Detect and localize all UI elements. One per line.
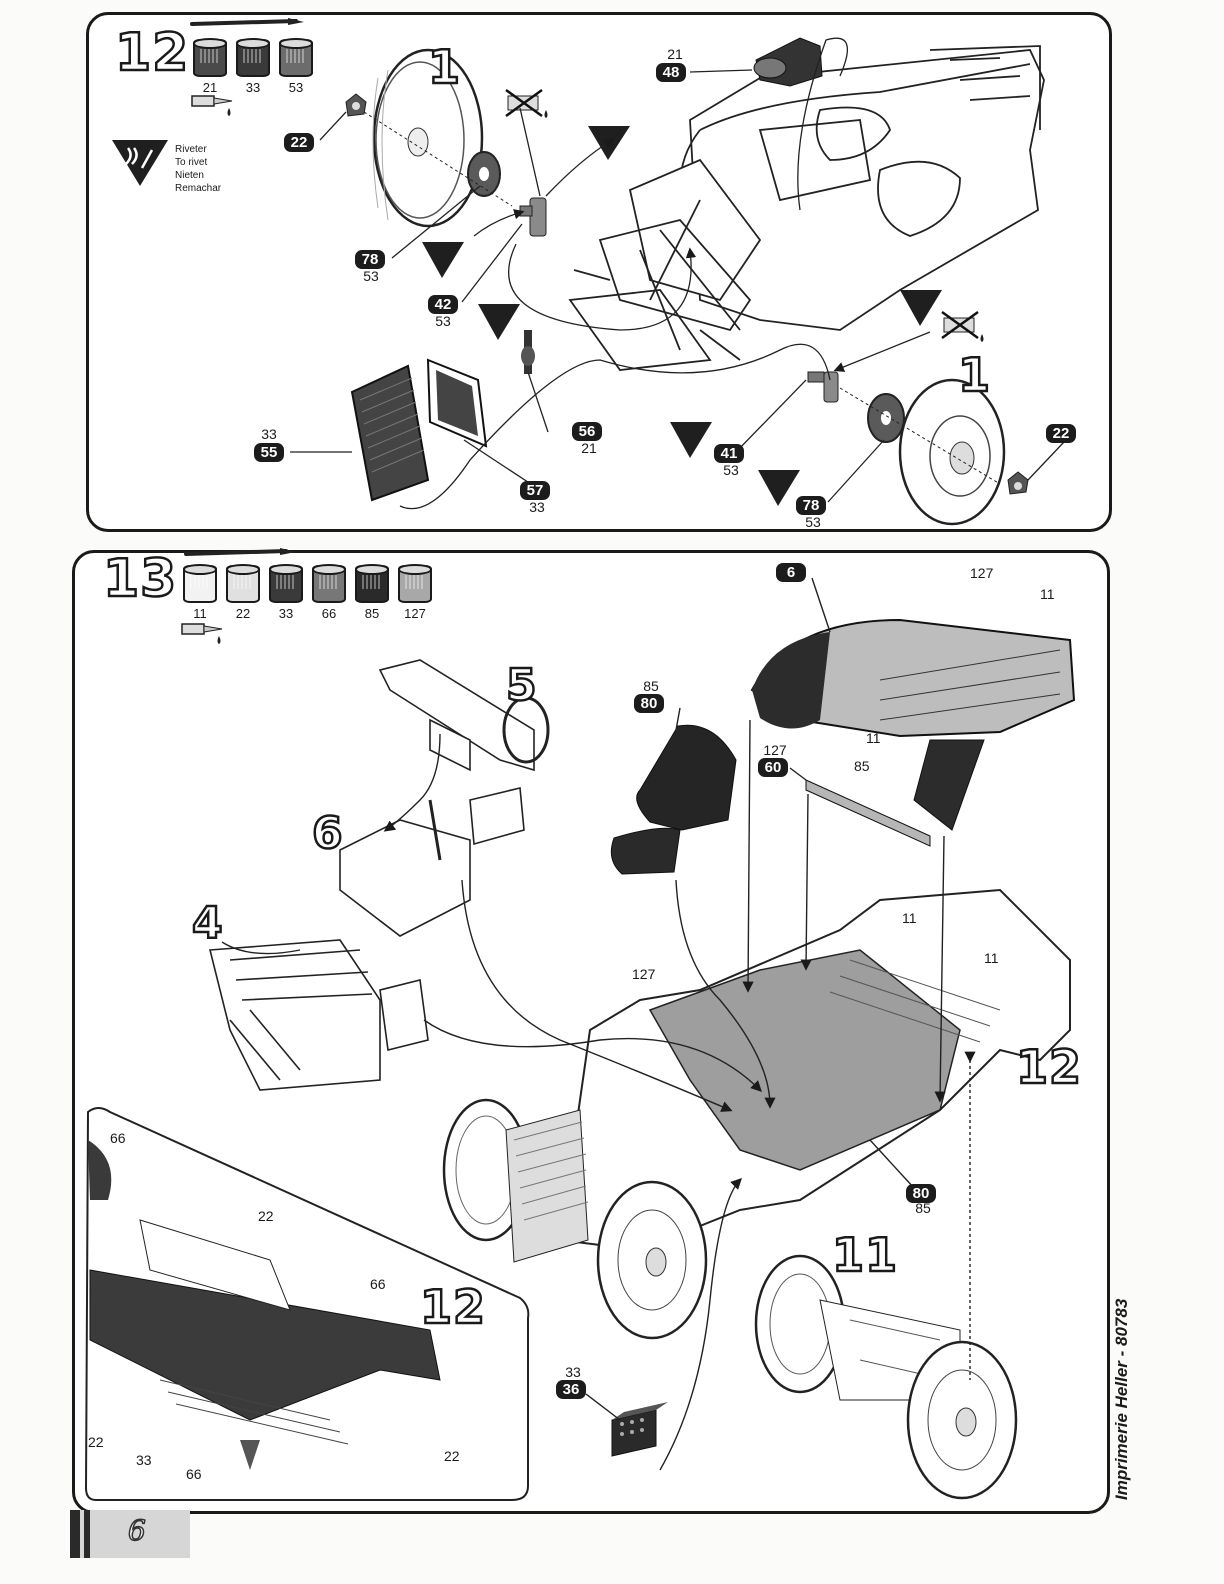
brush-icon	[186, 548, 296, 555]
inset-callout: 22	[444, 1448, 460, 1464]
part-tag-78: 78	[796, 496, 826, 515]
no-glue-icon	[942, 312, 984, 342]
assembly-ref-5: 5	[506, 664, 538, 708]
spinner-part-22	[1008, 472, 1028, 494]
center-console-part-6	[340, 788, 524, 936]
spinner-part-22	[346, 94, 366, 116]
paint-code: 53	[428, 313, 458, 329]
color-callout: 11	[984, 950, 999, 966]
color-callout: 85	[854, 758, 870, 774]
radiator-part-55	[352, 366, 428, 500]
assembly-ref-11: 11	[832, 1232, 898, 1278]
part-tag-42: 42	[428, 295, 458, 314]
part-tag-22: 22	[1046, 424, 1076, 443]
brush-icon	[192, 18, 304, 25]
ref-part-1: 1	[428, 44, 461, 90]
part-tag-55: 55	[254, 443, 284, 462]
paint-code: 53	[798, 514, 828, 530]
part-tag-80: 80	[634, 694, 664, 713]
glue-tube-icon	[182, 624, 222, 644]
no-glue-icon	[506, 90, 548, 118]
inset-callout: 66	[370, 1276, 386, 1292]
footer-stripe	[70, 1510, 80, 1558]
color-callout: 11	[866, 730, 881, 746]
part-tag-57: 57	[520, 481, 550, 500]
page-number: 6	[128, 1514, 146, 1547]
paint-code: 21	[574, 440, 604, 456]
rivet-icon	[422, 242, 464, 278]
bulkhead-part-60	[806, 780, 930, 846]
paint-code: 21	[660, 46, 690, 62]
assembly-ref-12: 12	[420, 1284, 486, 1330]
part-tag-60: 60	[758, 758, 788, 777]
paint-code: 85	[636, 678, 666, 694]
inset-callout: 22	[258, 1208, 274, 1224]
seat-part-80	[611, 725, 736, 874]
fuel-filler-part-48	[754, 38, 822, 86]
rivet-icon	[478, 304, 520, 340]
part-tag-36: 36	[556, 1380, 586, 1399]
glue-tube-icon	[192, 96, 232, 116]
brake-disc-part-78	[468, 152, 500, 196]
assembly-ref-6: 6	[312, 812, 344, 856]
assembly-ref-4: 4	[192, 902, 224, 946]
brake-disc-part-78	[868, 394, 904, 442]
rivet-icon	[758, 470, 800, 506]
rear-deck-part-6	[752, 620, 1074, 830]
shroud-part-57	[428, 360, 486, 446]
radiator	[506, 1110, 588, 1262]
paint-code: 33	[558, 1364, 588, 1380]
part-tag-6: 6	[776, 563, 806, 582]
paint-code: 53	[356, 268, 386, 284]
printer-credit: Imprimerie Heller - 80783	[1112, 1299, 1132, 1500]
gear-lever-part-56	[521, 330, 535, 374]
battery-part-36	[612, 1402, 668, 1456]
inset-callout: 22	[88, 1434, 104, 1450]
part-tag-78: 78	[355, 250, 385, 269]
upright-part-42	[520, 198, 546, 236]
paint-code: 33	[254, 426, 284, 442]
assembly-ref-12: 12	[1016, 1044, 1082, 1090]
paint-code: 85	[908, 1200, 938, 1216]
footer-stripe	[84, 1510, 90, 1558]
color-callout: 127	[632, 966, 655, 982]
upright-part-41	[808, 372, 838, 402]
rivet-icon	[588, 126, 630, 160]
engine-assembly-4	[210, 940, 428, 1090]
part-tag-41: 41	[714, 444, 744, 463]
paint-code: 53	[716, 462, 746, 478]
rivet-icon	[112, 140, 168, 186]
part-tag-22: 22	[284, 133, 314, 152]
front-wheel	[598, 1182, 706, 1338]
color-callout: 127	[970, 565, 993, 581]
part-tag-56: 56	[572, 422, 602, 441]
paint-code: 33	[522, 499, 552, 515]
rear-axle-assembly-11	[756, 1256, 1016, 1498]
rivet-icon	[670, 422, 712, 458]
inset-callout: 66	[110, 1130, 126, 1146]
ref-part-1: 1	[958, 352, 991, 398]
color-callout: 11	[902, 910, 917, 926]
paint-code: 127	[758, 742, 792, 758]
color-callout: 11	[1040, 586, 1055, 602]
part-tag-48: 48	[656, 63, 686, 82]
inset-callout: 33	[136, 1452, 152, 1468]
rivet-icon	[900, 290, 942, 326]
inset-callout: 66	[186, 1466, 202, 1482]
